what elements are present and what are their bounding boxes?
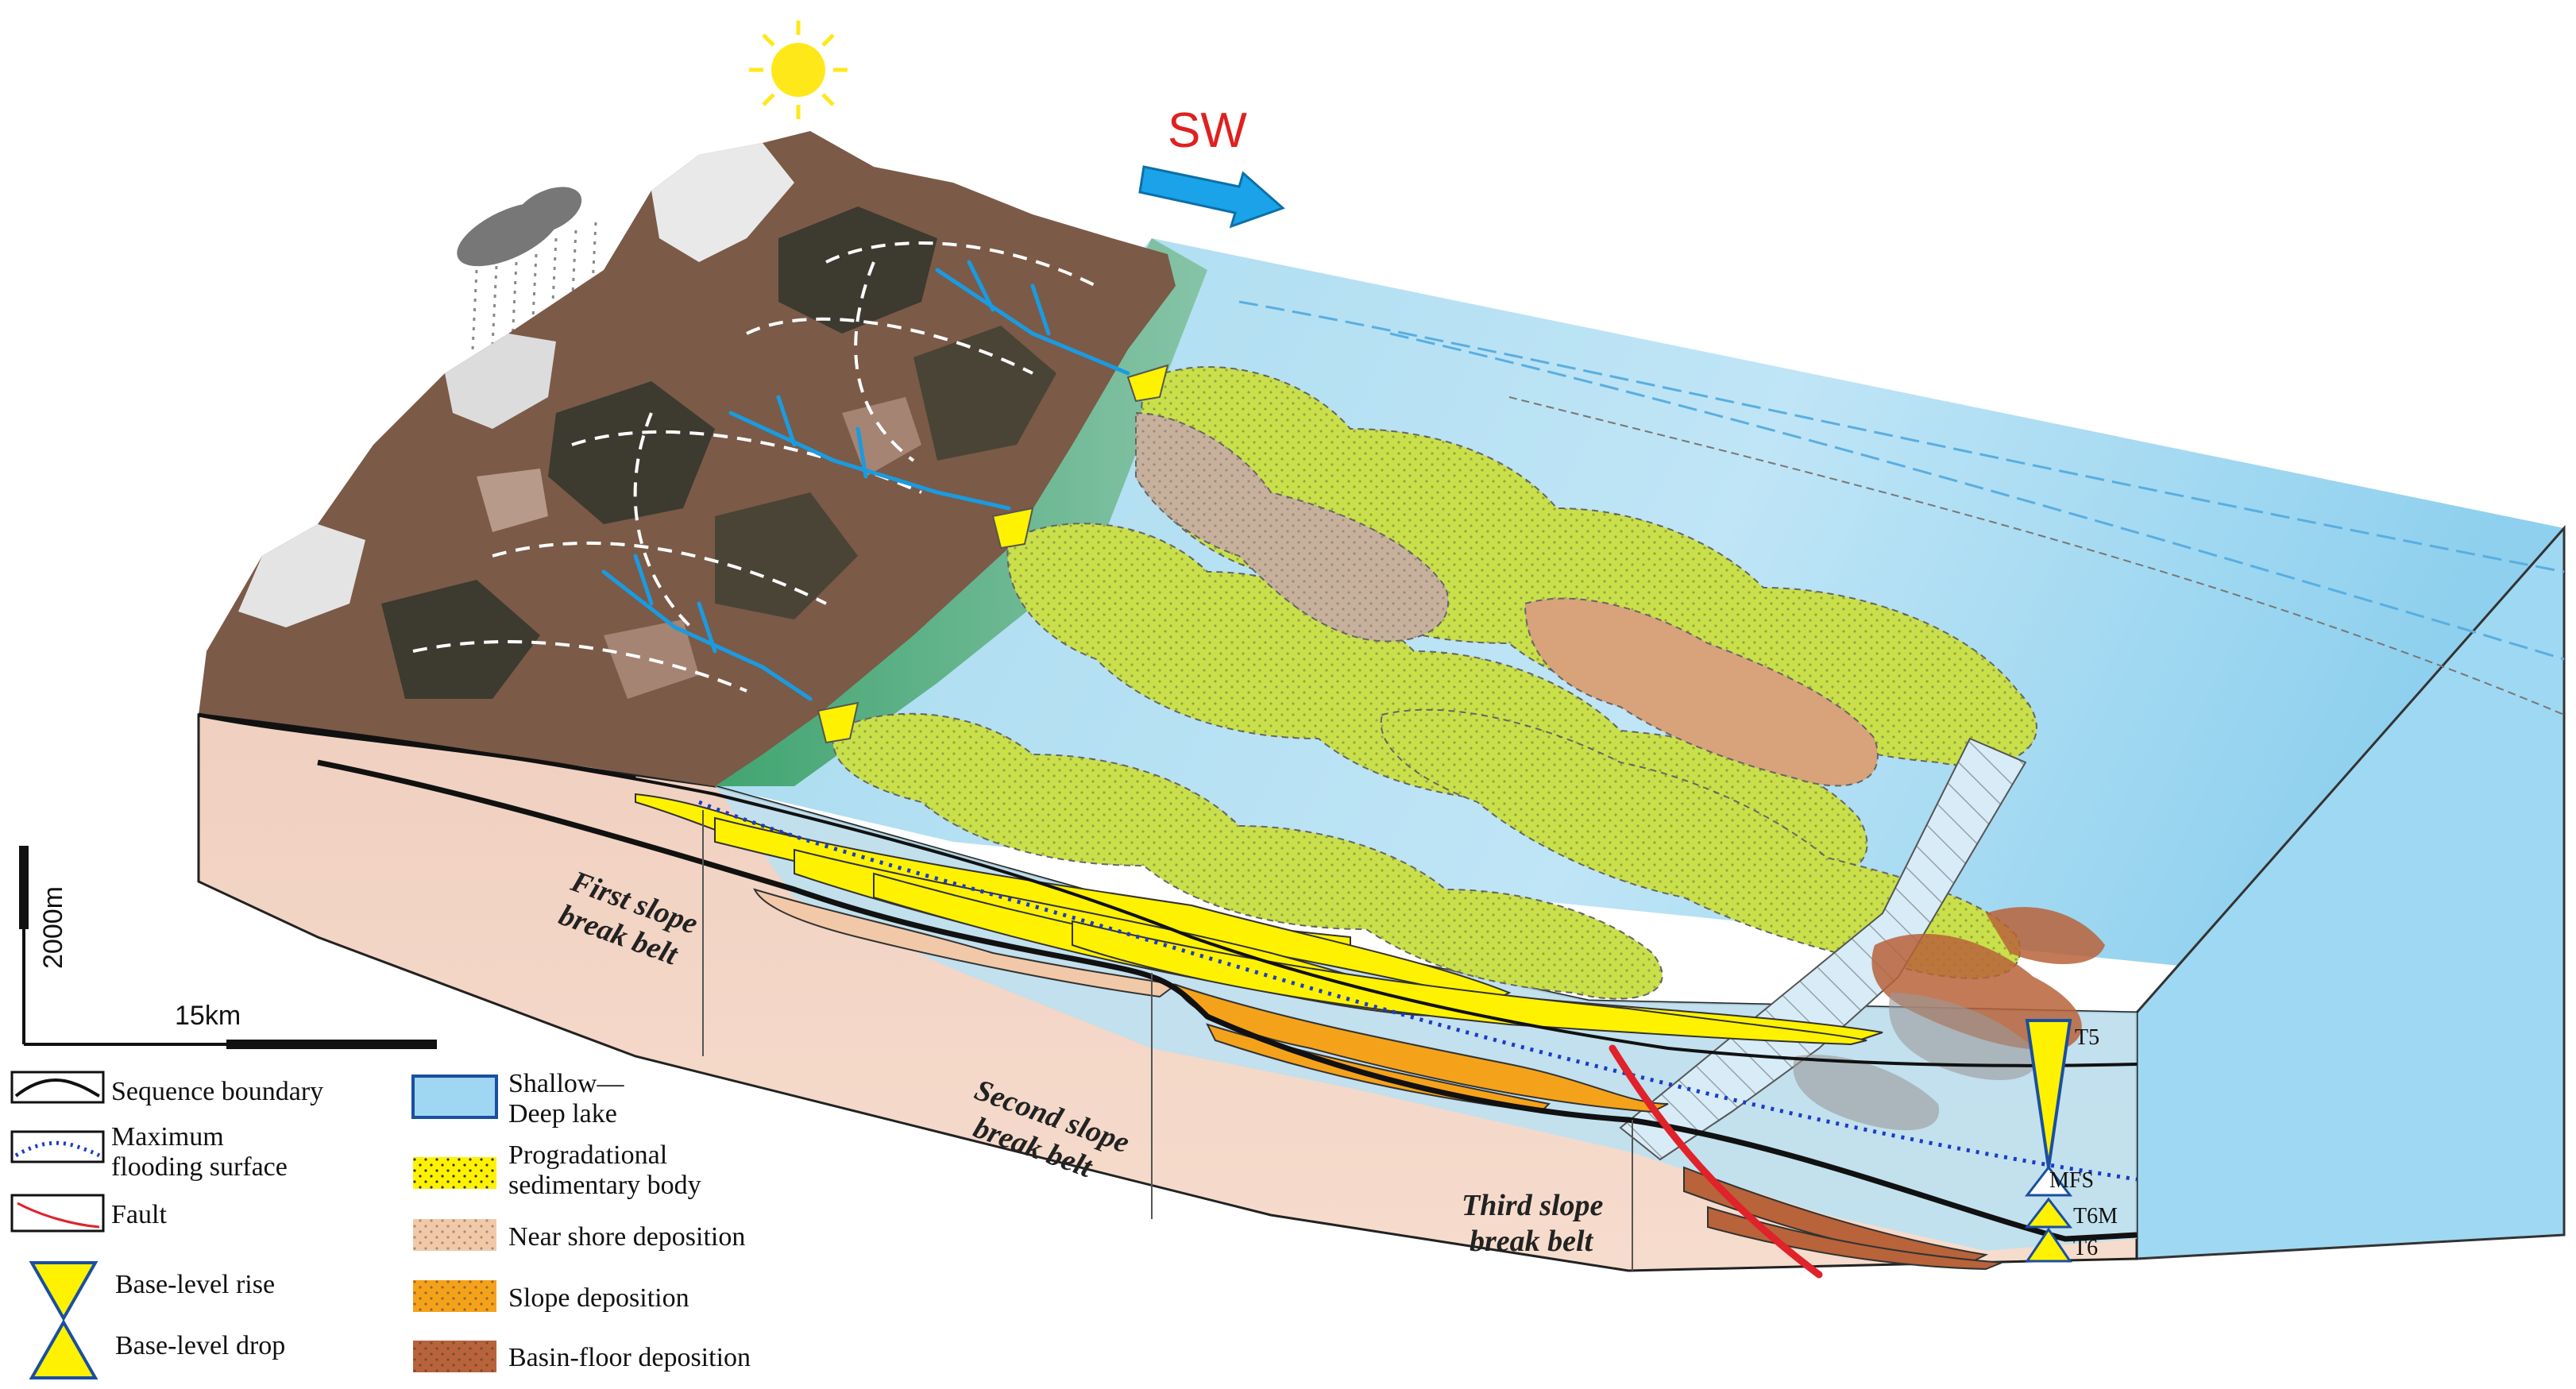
- marker-t6m: T6M: [2073, 1204, 2118, 1229]
- legend-mfs-text-1: Maximum: [111, 1122, 224, 1152]
- legend-base-rise: Base-level rise: [29, 1261, 275, 1322]
- sequence-boundaries: [198, 712, 2138, 1242]
- legend-lake-text-2: Deep lake: [508, 1099, 617, 1129]
- marker-mfs: MFS: [2049, 1168, 2094, 1193]
- scale-bar: [19, 846, 437, 1049]
- legend-mfs-text-2: flooding surface: [111, 1152, 288, 1182]
- scale-vertical-label: 2000m: [38, 886, 68, 969]
- lake-contours: [1238, 300, 2565, 716]
- legend-mfs: Maximum flooding surface: [10, 1122, 288, 1182]
- legend-base-rise-text: Base-level rise: [115, 1270, 275, 1299]
- marker-t5: T5: [2075, 1025, 2099, 1050]
- scale-horizontal-label: 15km: [175, 1001, 241, 1031]
- marker-t6: T6: [2073, 1236, 2098, 1260]
- sun-icon: [749, 21, 848, 119]
- direction-label: SW: [1168, 103, 1247, 158]
- river-network: [601, 260, 1130, 701]
- legend-lake-text-1: Shallow—: [508, 1069, 624, 1098]
- near-shore-bodies: [1135, 411, 1879, 787]
- legend-near-shore-text: Near shore deposition: [508, 1222, 745, 1252]
- legend-fault-text: Fault: [111, 1200, 167, 1229]
- legend-slope: Slope deposition: [413, 1280, 689, 1313]
- direction-arrow-icon: [1138, 165, 1285, 229]
- legend-fault: Fault: [10, 1194, 167, 1233]
- legend-sequence-boundary: Sequence boundary: [10, 1071, 323, 1106]
- progradational-bodies: [817, 364, 2037, 1000]
- third-belt-label-2: break belt: [1470, 1225, 1594, 1258]
- catchment-boundaries: [412, 241, 1097, 693]
- legend-base-drop: Base-level drop: [29, 1318, 285, 1379]
- legend-progradational-text-1: Progradational: [508, 1140, 667, 1170]
- fault-line: [1609, 1044, 1823, 1279]
- legend-lake: Shallow— Deep lake: [411, 1069, 624, 1129]
- legend-near-shore: Near shore deposition: [413, 1219, 745, 1252]
- legend-progradational: Progradational sedimentary body: [413, 1140, 701, 1200]
- legend-basin-floor: Basin-floor deposition: [413, 1341, 751, 1372]
- base-level-column: [2024, 1019, 2073, 1263]
- section-dividers: [702, 810, 1633, 1271]
- legend-slope-text: Slope deposition: [508, 1283, 689, 1313]
- legend-base-drop-text: Base-level drop: [115, 1331, 285, 1360]
- section-layers: [635, 793, 2002, 1271]
- legend-basin-floor-text: Basin-floor deposition: [508, 1343, 751, 1372]
- legend-progradational-text-2: sedimentary body: [508, 1171, 701, 1200]
- rain-cloud-icon: [457, 187, 597, 350]
- mountain-terrain: [199, 131, 1176, 786]
- legend-sequence-boundary-text: Sequence boundary: [111, 1077, 323, 1106]
- third-belt-label-1: Third slope: [1462, 1189, 1604, 1222]
- legend: Sequence boundary Maximum flooding surfa…: [10, 1069, 751, 1379]
